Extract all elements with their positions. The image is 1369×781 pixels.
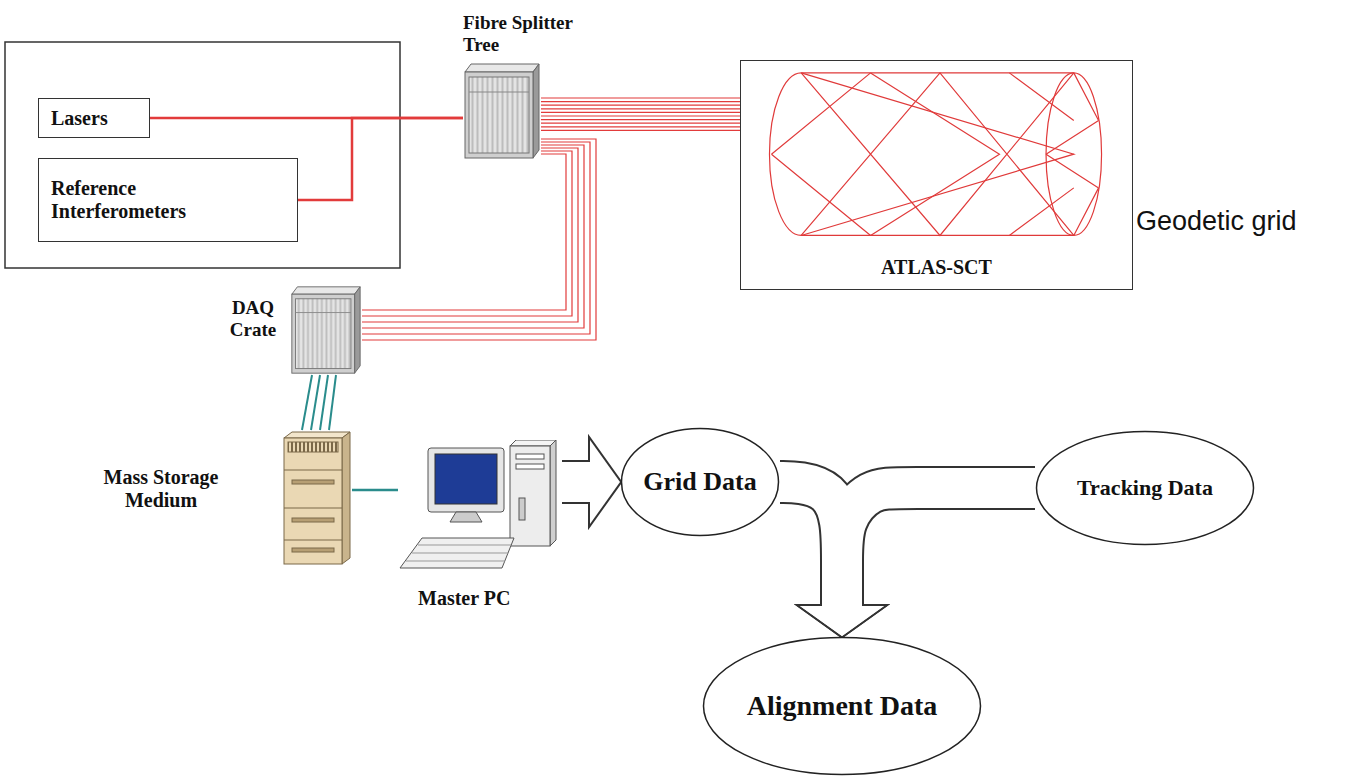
rack-icon bbox=[463, 62, 541, 160]
fibre-line bbox=[302, 375, 312, 430]
splitter-rack: Fibre Splitter Tree bbox=[463, 62, 541, 160]
fibre-line bbox=[362, 151, 572, 316]
data-ellipse: Grid Data bbox=[620, 427, 780, 537]
node-label: Lasers bbox=[39, 107, 108, 130]
connector bbox=[562, 440, 620, 524]
computer-icon bbox=[398, 440, 558, 575]
connector bbox=[800, 488, 1035, 636]
fibre-line bbox=[311, 375, 320, 430]
fibre-line bbox=[298, 118, 463, 200]
grid-label: Geodetic grid bbox=[1136, 206, 1297, 237]
fibre-line bbox=[541, 101, 740, 102]
fibre-line bbox=[362, 142, 590, 334]
picture bbox=[741, 61, 1132, 289]
daq-rack: DAQ Crate bbox=[290, 285, 362, 375]
node-label: Reference Interferometers bbox=[39, 169, 253, 231]
node-label: Fibre Splitter Tree bbox=[463, 12, 613, 56]
connector bbox=[298, 118, 463, 200]
connector bbox=[302, 375, 336, 430]
picture bbox=[398, 440, 558, 575]
fibre-line bbox=[362, 148, 578, 322]
fibre-line bbox=[362, 154, 566, 310]
ellipse-shape bbox=[622, 429, 779, 536]
fibre-line bbox=[320, 375, 328, 430]
ellipse-shape bbox=[1037, 432, 1254, 545]
fibre-line bbox=[541, 119, 740, 120]
node-label: DAQ Crate bbox=[222, 297, 284, 341]
fibre-line bbox=[541, 115, 740, 116]
node-label: ATLAS-SCT bbox=[741, 256, 1132, 279]
block-arrow-head bbox=[800, 606, 884, 636]
block-arrow-outline bbox=[842, 488, 1035, 608]
block-arrow-outline bbox=[590, 440, 620, 524]
storage-tower: Mass Storage Medium bbox=[282, 430, 352, 565]
fibre-line bbox=[362, 139, 596, 340]
data-ellipse: Alignment Data bbox=[702, 636, 982, 776]
block-arrow bbox=[842, 488, 1035, 608]
block-arrow-outline bbox=[562, 460, 592, 504]
detector-grid bbox=[741, 61, 1132, 289]
fibre-line bbox=[541, 126, 740, 127]
rack-icon bbox=[290, 285, 362, 375]
block-arrow-head bbox=[590, 440, 620, 524]
node-label: Grid Data bbox=[643, 467, 756, 497]
interferometer-box: Reference Interferometers bbox=[38, 158, 298, 242]
block-arrow-outline bbox=[800, 606, 884, 636]
block-arrow-head bbox=[800, 606, 884, 636]
picture bbox=[463, 62, 541, 160]
ellipse-shape bbox=[704, 638, 981, 775]
connector bbox=[541, 98, 740, 130]
block-arrow-outline bbox=[800, 606, 884, 636]
storage-icon bbox=[282, 430, 352, 565]
connector bbox=[362, 139, 596, 340]
fibre-line bbox=[541, 105, 740, 106]
node-label: Master PC bbox=[418, 587, 510, 610]
laser-box: Lasers bbox=[38, 98, 150, 138]
picture bbox=[290, 285, 362, 375]
fibre-line bbox=[352, 489, 398, 492]
laser-housing bbox=[5, 42, 400, 268]
fibre-line bbox=[541, 123, 740, 124]
detector-box: ATLAS-SCT bbox=[740, 60, 1133, 290]
fibre-line bbox=[541, 112, 740, 113]
picture bbox=[282, 430, 352, 565]
fibre-line bbox=[541, 97, 740, 98]
fibre-line bbox=[362, 145, 584, 328]
node-label: Tracking Data bbox=[1077, 475, 1213, 500]
master-computer: Master PC bbox=[398, 440, 558, 575]
node-label: Alignment Data bbox=[747, 690, 938, 722]
connector bbox=[352, 490, 398, 491]
fibre-line bbox=[541, 108, 740, 109]
block-arrow bbox=[562, 462, 592, 502]
node-label: Mass Storage Medium bbox=[76, 466, 246, 512]
data-ellipse: Tracking Data bbox=[1035, 430, 1255, 546]
fibre-line bbox=[541, 130, 740, 131]
fibre-line bbox=[329, 375, 336, 430]
